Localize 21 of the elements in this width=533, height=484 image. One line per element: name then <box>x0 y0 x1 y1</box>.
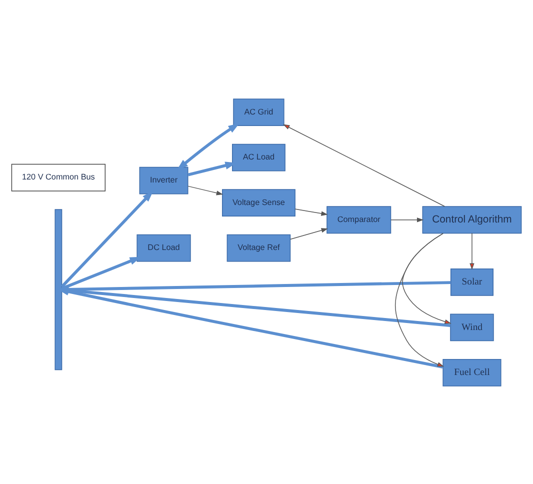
arrow <box>188 185 224 195</box>
node-box: Wind <box>450 313 494 341</box>
node-box: AC Grid <box>233 98 284 126</box>
arrow <box>394 232 444 366</box>
arrow <box>290 228 328 240</box>
node-box: Inverter <box>139 166 188 194</box>
arrow <box>390 217 424 222</box>
node-box: 120 V Common Bus <box>11 163 106 191</box>
arrow <box>282 124 445 206</box>
node-box: Voltage Ref <box>226 234 291 262</box>
node-box: Fuel Cell <box>442 358 502 386</box>
arrow <box>294 208 328 216</box>
node-box: Solar <box>450 268 494 296</box>
node-box: Comparator <box>326 206 392 234</box>
node-box: Voltage Sense <box>222 188 296 216</box>
node-box: Control Algorithm <box>422 206 522 234</box>
arrow <box>176 122 240 170</box>
arrow <box>470 232 474 270</box>
node-box: AC Load <box>232 143 286 171</box>
node-bar <box>54 208 62 370</box>
node-box: DC Load <box>136 234 191 262</box>
